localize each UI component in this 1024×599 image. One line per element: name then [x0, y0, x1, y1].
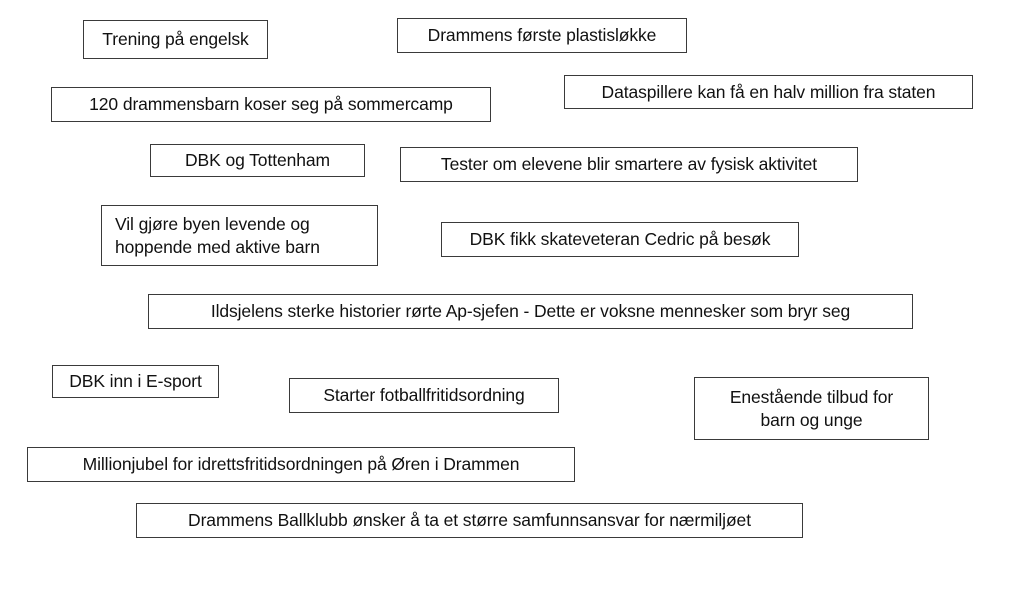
headline-box-dbk-fikk-skateveteran-cedric: DBK fikk skateveteran Cedric på besøk [441, 222, 799, 257]
headline-text-line: DBK fikk skateveteran Cedric på besøk [469, 229, 771, 250]
headline-text-line: DBK inn i E-sport [69, 371, 202, 392]
headline-text-line: Starter fotballfritidsordning [323, 385, 525, 406]
headline-text-line: Drammens Ballklubb ønsker å ta et større… [188, 510, 751, 531]
headline-box-millionjubel-idrettsfritidsordningen: Millionjubel for idrettsfritidsordningen… [27, 447, 575, 482]
headline-text-line: 120 drammensbarn koser seg på sommercamp [89, 94, 453, 115]
headline-text-line: Millionjubel for idrettsfritidsordningen… [82, 454, 520, 475]
headline-text-line: Ildsjelens sterke historier rørte Ap-sje… [210, 301, 851, 322]
headline-box-tester-om-elevene: Tester om elevene blir smartere av fysis… [400, 147, 858, 182]
headline-text-line: hoppende med aktive barn [115, 236, 320, 257]
headline-box-starter-fotballfritidsordning: Starter fotballfritidsordning [289, 378, 559, 413]
headline-text-line: Vil gjøre byen levende og [115, 214, 310, 235]
headline-box-dataspillere-halv-million: Dataspillere kan få en halv million fra … [564, 75, 973, 109]
headline-box-ildsjelens-sterke-historier: Ildsjelens sterke historier rørte Ap-sje… [148, 294, 913, 329]
headline-text-line: Dataspillere kan få en halv million fra … [601, 81, 936, 102]
headline-box-dbk-inn-i-e-sport: DBK inn i E-sport [52, 365, 219, 398]
headline-box-120-drammensbarn-sommercamp: 120 drammensbarn koser seg på sommercamp [51, 87, 491, 122]
headline-box-dbk-og-tottenham: DBK og Tottenham [150, 144, 365, 177]
headline-text-line: Tester om elevene blir smartere av fysis… [440, 154, 818, 175]
headline-text-line: DBK og Tottenham [185, 150, 330, 171]
headline-text-line: Drammens første plastisløkke [427, 25, 657, 46]
headline-box-drammens-ballklubb-samfunnsansvar: Drammens Ballklubb ønsker å ta et større… [136, 503, 803, 538]
headline-box-drammens-forste-plastislokke: Drammens første plastisløkke [397, 18, 687, 53]
headline-text-line: Trening på engelsk [102, 29, 249, 50]
headline-text-line: Enestående tilbud for [729, 387, 894, 408]
headline-box-trening-pa-engelsk: Trening på engelsk [83, 20, 268, 59]
headline-text-line: barn og unge [760, 409, 863, 430]
